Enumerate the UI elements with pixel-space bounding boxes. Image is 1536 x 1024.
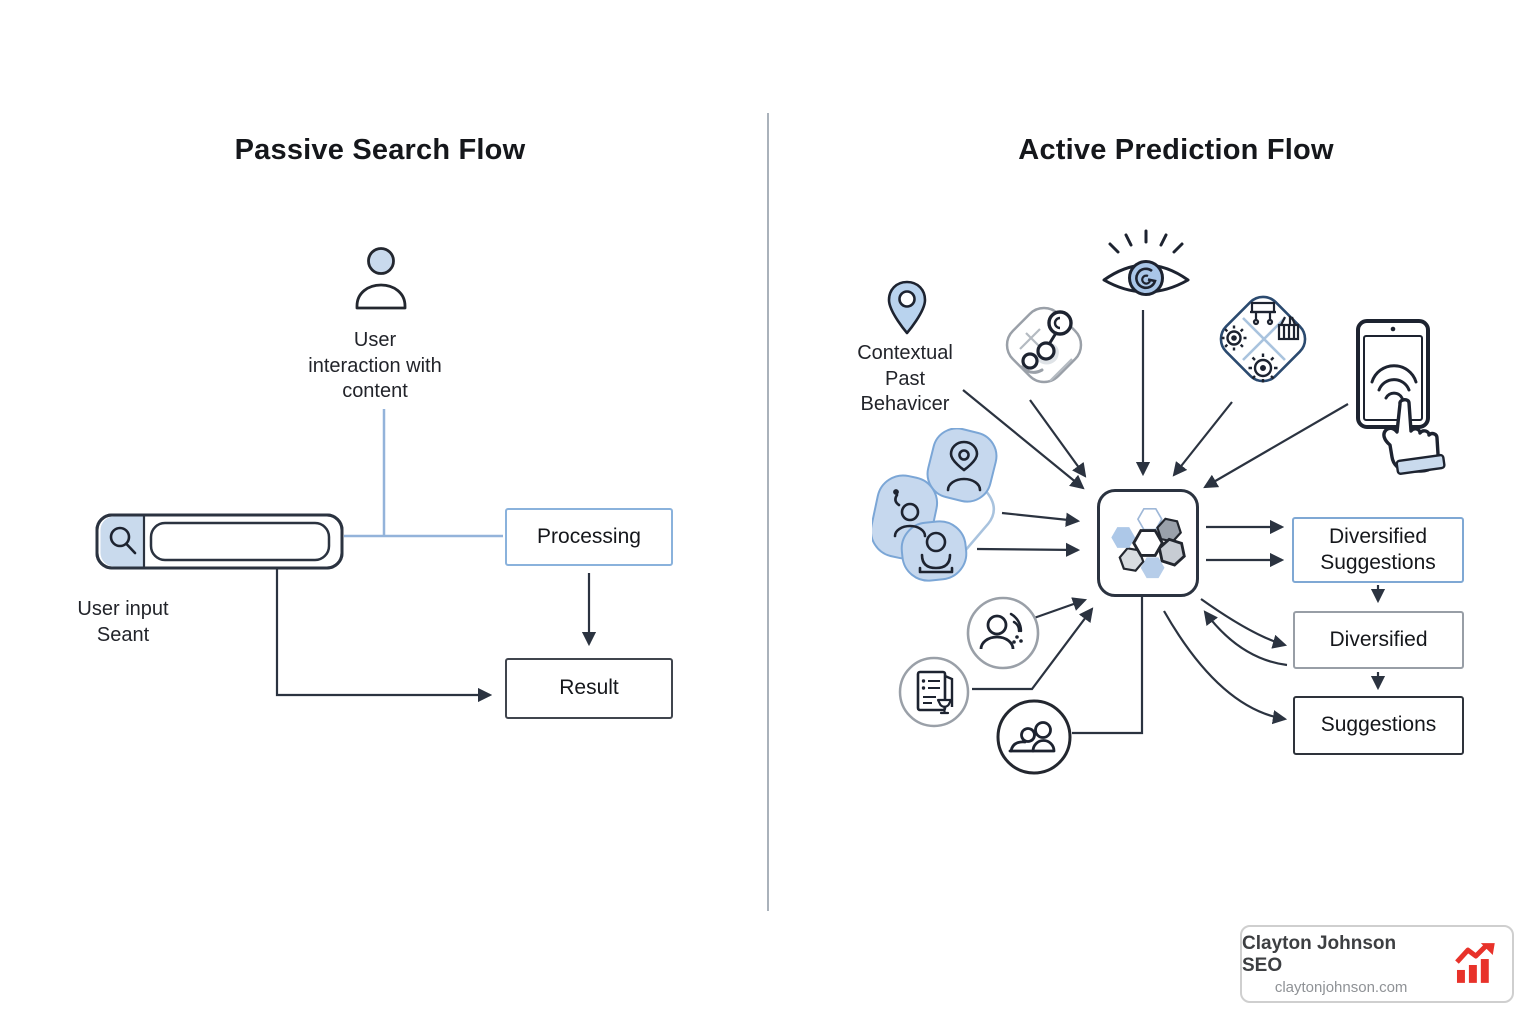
pointing-hand bbox=[1382, 398, 1440, 473]
diversified-box: Diversified bbox=[1293, 611, 1464, 669]
people-circle-icon bbox=[995, 698, 1073, 776]
document-circle-icon bbox=[898, 656, 970, 728]
user-cluster-icon bbox=[872, 428, 1002, 586]
person-signal-circle-icon bbox=[965, 595, 1041, 671]
interests-diamond-icon bbox=[1203, 278, 1323, 404]
active-flow-title: Active Prediction Flow bbox=[1018, 134, 1334, 166]
gear-left-glyph bbox=[1221, 325, 1247, 351]
suggestions-box: Suggestions bbox=[1293, 696, 1464, 755]
user-input-label: User input Seant bbox=[77, 598, 169, 646]
eye-icon bbox=[1100, 228, 1192, 308]
map-icon bbox=[990, 291, 1098, 399]
location-pin-icon bbox=[886, 280, 928, 336]
hexagon-cluster-icon bbox=[1111, 507, 1186, 579]
user-icon bbox=[350, 246, 412, 312]
wifi-arcs bbox=[1370, 364, 1418, 400]
panel-divider bbox=[767, 113, 769, 911]
branding-card: Clayton Johnson SEO claytonjohnson.com bbox=[1240, 925, 1514, 1003]
basket-glyph bbox=[1277, 316, 1300, 341]
diversified-suggestions-box: Diversified Suggestions bbox=[1292, 517, 1464, 583]
search-bar bbox=[95, 512, 345, 572]
brand-website: claytonjohnson.com bbox=[1274, 978, 1408, 996]
user-interaction-label: User interaction with content bbox=[308, 329, 442, 403]
tablet-touch-icon bbox=[1352, 316, 1452, 478]
result-box: Result bbox=[505, 658, 673, 719]
prediction-engine-box bbox=[1097, 489, 1199, 597]
contextual-behavior-label: Contextual Past Behavicer bbox=[857, 342, 953, 416]
storefront-glyph bbox=[1250, 301, 1276, 326]
growth-chart-icon bbox=[1455, 943, 1496, 983]
processing-box: Processing bbox=[505, 508, 673, 566]
gear-bottom-glyph bbox=[1248, 353, 1278, 383]
passive-flow-title: Passive Search Flow bbox=[234, 134, 526, 166]
search-icon bbox=[109, 526, 137, 555]
brand-name: Clayton Johnson SEO bbox=[1242, 932, 1397, 976]
